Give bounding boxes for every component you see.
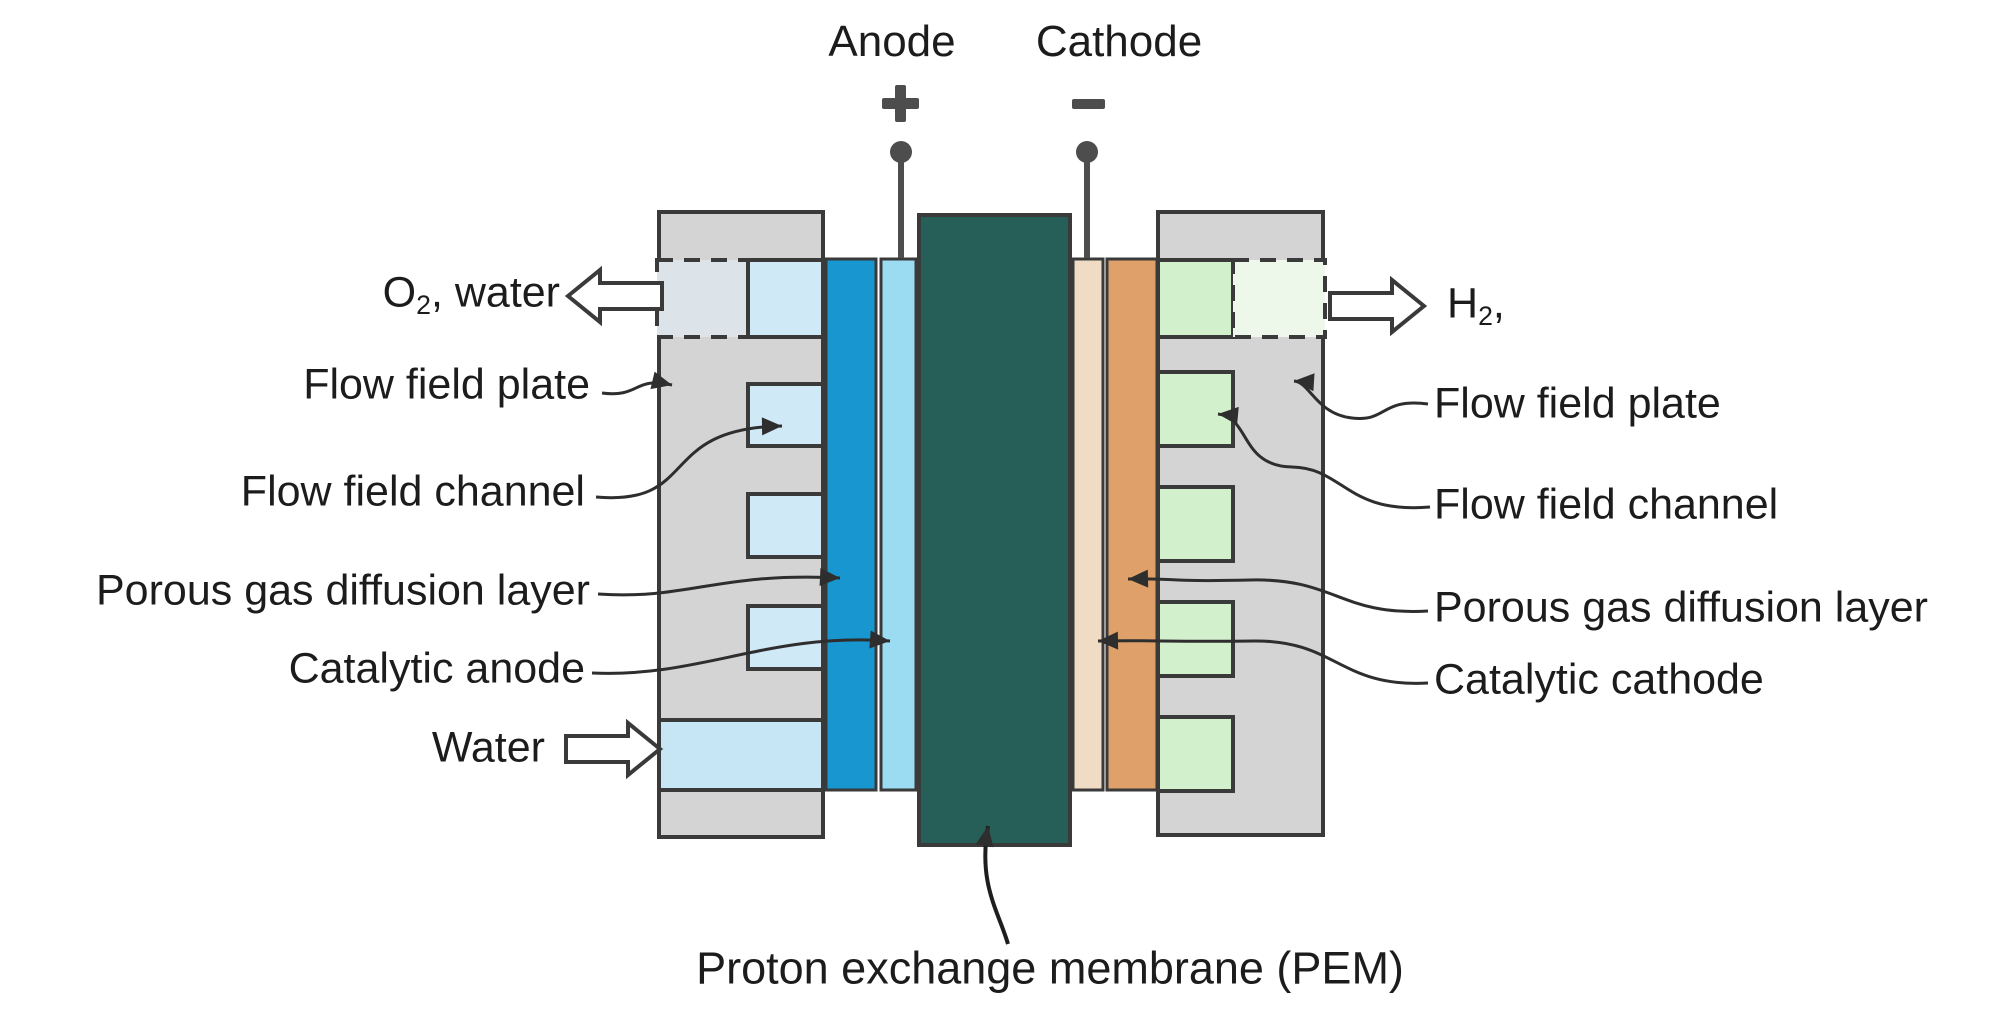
h2-label: H2, — [1447, 282, 1505, 329]
leader-left-flow-field-channel — [595, 417, 783, 500]
plus-icon — [882, 85, 919, 122]
porous-gas-diffusion-layer-anode — [824, 257, 878, 792]
o2-outlet-arrow-icon — [564, 265, 664, 327]
proton-exchange-membrane — [917, 213, 1072, 847]
right-porous-gdl-label: Porous gas diffusion layer — [1434, 583, 1928, 632]
catalytic-cathode-label: Catalytic cathode — [1434, 655, 1764, 704]
left-flow-field-channel-2 — [746, 382, 825, 448]
o2-water-label: O2, water — [383, 271, 560, 318]
right-flow-field-channel-3 — [1156, 485, 1235, 563]
h2-outlet-arrow-icon — [1328, 275, 1428, 337]
left-flow-field-channel-label: Flow field channel — [240, 467, 585, 516]
leader-right-flow-field-channel — [1217, 406, 1431, 510]
leader-right-porous-gdl — [1127, 569, 1429, 613]
leader-pem — [975, 825, 1010, 945]
catalytic-anode-layer — [879, 257, 918, 792]
anode-label: Anode — [828, 17, 956, 66]
water-inlet-arrow-icon — [564, 718, 664, 780]
leader-left-flow-field-plate — [601, 371, 673, 396]
h2-subscript: 2 — [1478, 300, 1493, 331]
water-inlet-channel — [657, 718, 825, 792]
cathode-label: Cathode — [1035, 17, 1203, 66]
cathode-terminal-dot — [1076, 141, 1098, 163]
left-flow-field-channel-4 — [746, 604, 825, 671]
catalytic-cathode-layer — [1071, 257, 1105, 792]
h2-rest: , — [1492, 279, 1505, 328]
right-flow-field-channel-4 — [1156, 600, 1235, 678]
h2-base: H — [1447, 279, 1479, 328]
right-flow-field-plate-label: Flow field plate — [1434, 379, 1721, 428]
anode-terminal-dot — [890, 141, 912, 163]
leader-catalytic-anode — [591, 630, 891, 675]
leader-right-flow-field-plate — [1293, 373, 1429, 420]
leader-catalytic-cathode — [1097, 631, 1429, 685]
water-label: Water — [431, 723, 545, 772]
left-flow-field-plate-label: Flow field plate — [303, 360, 590, 409]
right-flow-field-channel-2 — [1156, 370, 1235, 448]
right-dashed-outlet-region — [1231, 258, 1327, 339]
right-flow-field-channel-1 — [1156, 258, 1235, 339]
minus-icon — [1072, 99, 1105, 109]
catalytic-anode-label: Catalytic anode — [288, 644, 585, 693]
leader-left-porous-gdl — [597, 568, 841, 597]
o2-rest: , water — [430, 268, 560, 317]
left-dashed-outlet-region — [655, 258, 750, 339]
left-porous-gdl-label: Porous gas diffusion layer — [96, 566, 590, 615]
left-flow-field-channel-1 — [746, 258, 825, 339]
left-flow-field-channel-3 — [746, 492, 825, 559]
o2-subscript: 2 — [416, 289, 431, 320]
porous-gas-diffusion-layer-cathode — [1105, 257, 1159, 792]
right-flow-field-channel-5 — [1156, 715, 1235, 793]
pem-label: Proton exchange membrane (PEM) — [696, 942, 1404, 994]
right-flow-field-channel-label: Flow field channel — [1434, 480, 1779, 529]
o2-base: O — [382, 268, 417, 317]
